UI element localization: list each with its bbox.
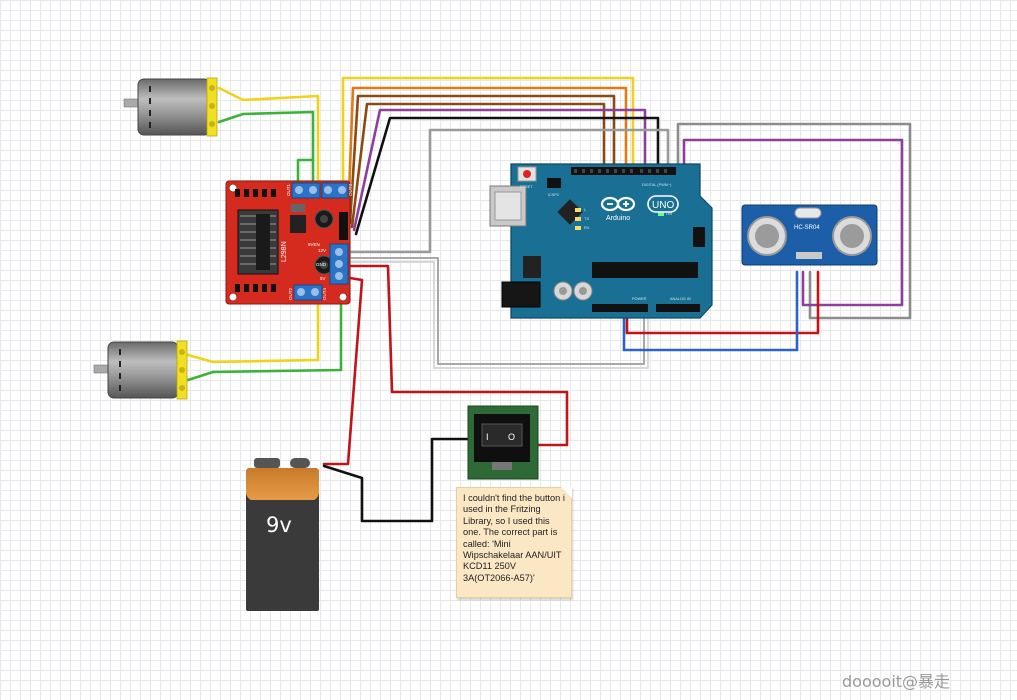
- arduino-brand-label: Arduino: [606, 215, 630, 222]
- wire-sensor-gray[interactable]: [676, 122, 912, 320]
- wire-sensor-purple[interactable]: [682, 138, 904, 307]
- wire-ctrl-brown2[interactable]: [350, 102, 606, 229]
- switch-off-symbol: O: [508, 432, 515, 442]
- arduino-icsp-label: ICSP2: [548, 193, 559, 197]
- arduino-logo-icon: [600, 196, 636, 212]
- label-12v: 12V: [318, 248, 326, 253]
- wire-ctrl-yellow[interactable]: [341, 76, 635, 218]
- terminal-out-bottom[interactable]: [293, 284, 323, 301]
- arduino-on-label: ON: [666, 211, 672, 216]
- arduino-analog-label: ANALOG IN: [670, 297, 691, 301]
- switch-on-symbol: I: [486, 432, 489, 442]
- wire-battery-black[interactable]: [322, 437, 478, 523]
- arduino-l-label: L: [584, 207, 587, 212]
- wire-battery-red[interactable]: [322, 276, 364, 466]
- dc-motor-1[interactable]: [123, 77, 218, 137]
- label-out4: OUT4: [322, 288, 327, 300]
- watermark: dooooit@暴走: [842, 672, 951, 691]
- arduino-power-label: POWER: [632, 297, 647, 301]
- wire-sensor-red[interactable]: [625, 270, 820, 335]
- terminal-out3-out4[interactable]: [321, 182, 349, 199]
- arduino-digital-label: DIGITAL (PWM~): [642, 183, 672, 187]
- terminal-power[interactable]: [329, 243, 349, 285]
- hc-sr04-label: HC-SR04: [794, 225, 820, 231]
- wire-motor2-green[interactable]: [186, 288, 343, 382]
- label-5ven: 5VEN: [308, 242, 320, 247]
- arduino-tx-label: TX: [584, 216, 589, 221]
- label-out2: OUT2: [288, 288, 293, 300]
- arduino-reset-label: RESET: [520, 185, 533, 189]
- wire-sensor-blue[interactable]: [622, 270, 799, 352]
- wire-12v-red[interactable]: [348, 264, 569, 447]
- wire-ctrl-gray[interactable]: [348, 128, 670, 254]
- note-fold: [561, 487, 572, 498]
- wire-gnd-gray[interactable]: [349, 257, 645, 365]
- dc-motor-2[interactable]: [93, 340, 188, 400]
- arduino-uno-board[interactable]: UNO Arduino DIGITAL (PWM~) POWER ANALOG …: [489, 163, 713, 319]
- wire-motor2-yellow[interactable]: [186, 288, 320, 364]
- l298n-motor-driver[interactable]: L298N OUT1 OUT3 OUT2 OUT4 12V GND 5V 5VE…: [225, 180, 353, 305]
- label-5v: 5V: [320, 276, 326, 281]
- note-text: I couldn't find the button i used in the…: [463, 493, 565, 583]
- wire-ctrl-purple[interactable]: [352, 108, 647, 232]
- label-out1: OUT1: [286, 184, 291, 196]
- wire-group: [186, 76, 912, 523]
- wire-motor1-green[interactable]: [217, 110, 315, 198]
- rocker-switch[interactable]: I O: [467, 405, 539, 480]
- hc-sr04-sensor[interactable]: HC-SR04: [741, 204, 878, 266]
- sticky-note[interactable]: I couldn't find the button i used in the…: [456, 487, 572, 598]
- label-out3: OUT3: [348, 184, 353, 196]
- l298n-chip-label: L298N: [281, 241, 288, 262]
- arduino-model-label: UNO: [652, 200, 674, 211]
- battery-9v[interactable]: 9v: [246, 458, 319, 611]
- wire-ctrl-black[interactable]: [354, 116, 660, 236]
- arduino-reset-button[interactable]: [517, 166, 537, 182]
- wire-motor1-yellow[interactable]: [217, 86, 320, 198]
- terminal-out1-out2[interactable]: [291, 182, 321, 199]
- label-gnd: GND: [316, 262, 327, 267]
- wire-ctrl-orange[interactable]: [346, 86, 628, 222]
- arduino-rx-label: RX: [584, 225, 590, 230]
- battery-label: 9v: [266, 513, 292, 537]
